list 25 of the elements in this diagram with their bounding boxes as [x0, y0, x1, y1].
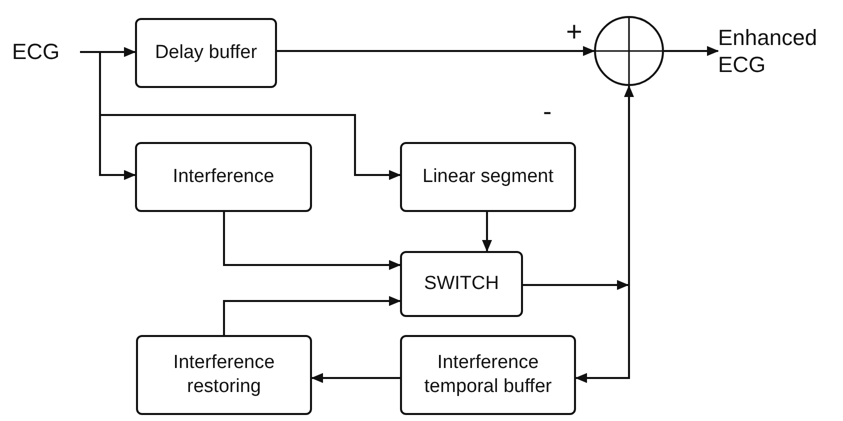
signal-label: ECG — [12, 38, 80, 66]
process-box — [135, 142, 312, 212]
arrow — [223, 296, 401, 335]
process-box — [136, 335, 312, 415]
process-box — [400, 142, 576, 212]
sign-label: - — [543, 98, 552, 124]
summing-junction — [594, 16, 664, 86]
arrow — [523, 284, 630, 383]
sign-label: + — [566, 18, 582, 46]
process-box — [400, 251, 523, 317]
process-box — [400, 335, 576, 415]
box-label: SWITCH — [424, 272, 499, 296]
arrow — [311, 373, 400, 383]
box-label: Interference — [172, 165, 274, 189]
box-label: Interference temporal buffer — [423, 351, 553, 399]
arrow — [482, 212, 492, 252]
signal-label: Enhanced ECG — [718, 20, 842, 82]
arrow — [80, 51, 401, 180]
box-label: Interference restoring — [172, 351, 276, 399]
box-label: Delay buffer — [154, 41, 258, 65]
process-box — [135, 18, 277, 88]
box-label: Linear segment — [422, 165, 554, 189]
arrow — [664, 46, 719, 56]
arrow — [277, 46, 595, 56]
arrow — [223, 212, 401, 270]
